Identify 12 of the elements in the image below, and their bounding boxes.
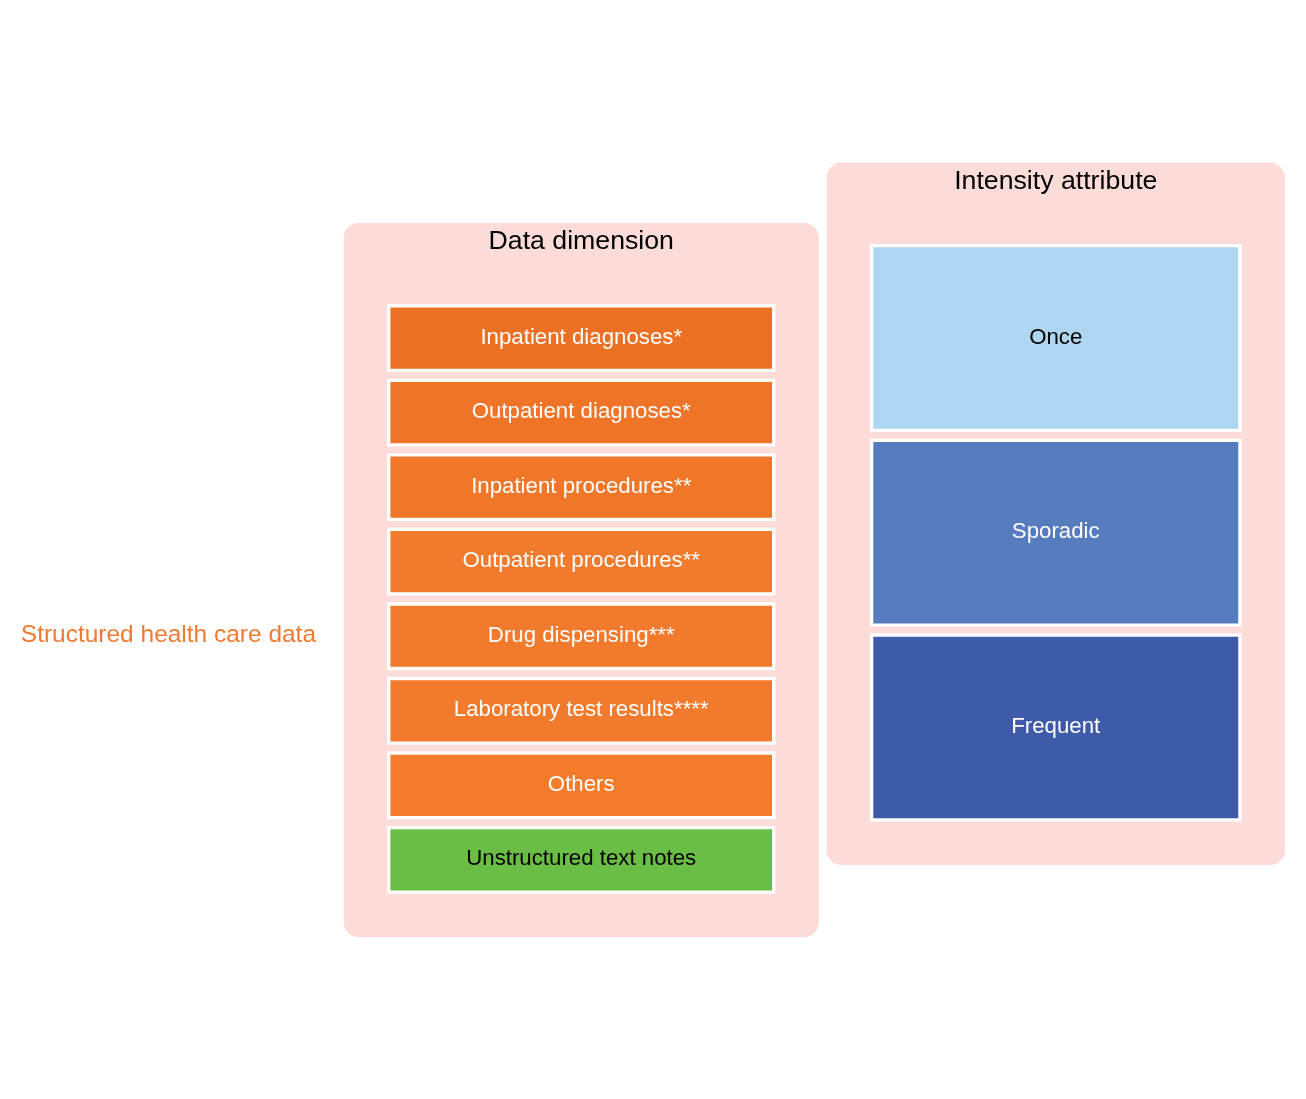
node-box: Outpatient procedures** bbox=[387, 527, 776, 596]
node-box: Frequent bbox=[869, 632, 1242, 821]
node-box: Laboratory test results**** bbox=[387, 676, 776, 745]
node-box: Unstructured text notes bbox=[387, 825, 776, 894]
node-box: Outpatient diagnoses* bbox=[387, 378, 776, 447]
node-box: Inpatient procedures** bbox=[387, 452, 776, 521]
node-box: Others bbox=[387, 750, 776, 819]
node-box: Once bbox=[869, 243, 1242, 432]
node-box: Sporadic bbox=[869, 438, 1242, 627]
node-box: Inpatient diagnoses* bbox=[387, 303, 776, 372]
label: Structured health care data bbox=[20, 619, 317, 647]
node-box: Drug dispensing*** bbox=[387, 601, 776, 670]
